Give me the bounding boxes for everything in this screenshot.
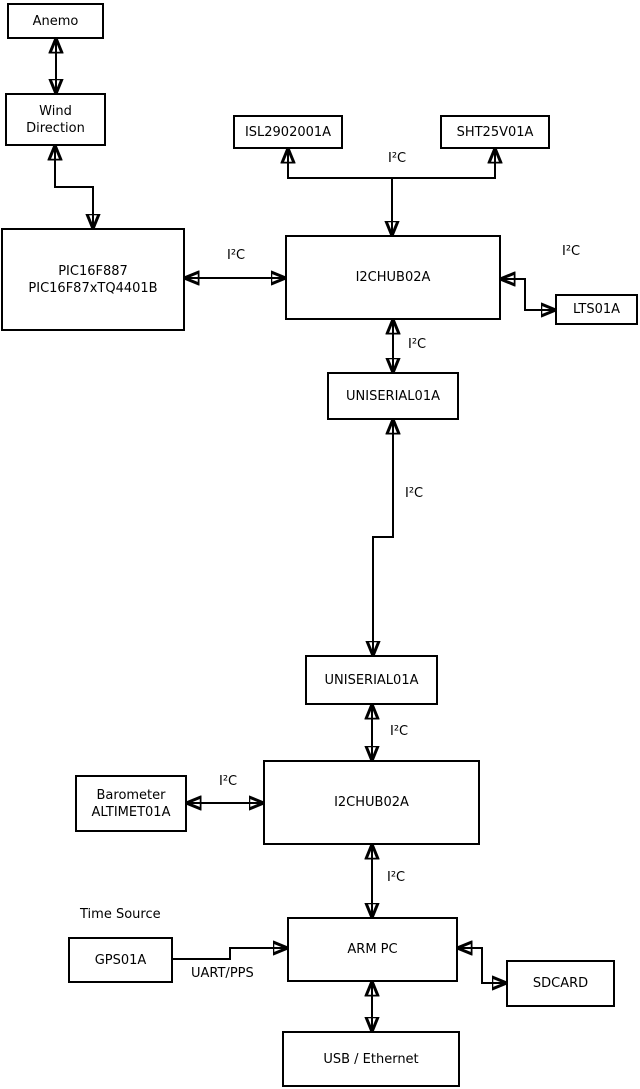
- box-i2chub-upper: I2CHUB02A: [285, 235, 501, 320]
- box-gps01a-label: GPS01A: [94, 952, 147, 968]
- annotation-time-source: Time Source: [80, 907, 161, 922]
- bus-label-i2c-barometer: I²C: [219, 774, 238, 789]
- edge-winddirection-pic: [55, 146, 93, 228]
- box-isl2902001a-label: ISL2902001A: [244, 124, 332, 140]
- box-uniserial-lower: UNISERIAL01A: [305, 655, 438, 705]
- bus-label-i2c-lts: I²C: [562, 244, 581, 259]
- box-pic-line1: PIC16F887: [58, 263, 128, 279]
- box-wind-direction-line1: Wind: [39, 103, 72, 119]
- box-uniserial-upper-label: UNISERIAL01A: [346, 388, 440, 404]
- box-arm-pc: ARM PC: [287, 917, 458, 982]
- edge-armpc-sdcard: [458, 948, 506, 983]
- box-barometer-line1: Barometer: [96, 787, 166, 803]
- box-lts01a: LTS01A: [555, 294, 638, 325]
- box-wind-direction-line2: Direction: [26, 120, 85, 136]
- box-anemometer: Anemo: [7, 3, 104, 39]
- box-pic-microcontroller: PIC16F887 PIC16F87xTQ4401B: [1, 228, 185, 331]
- box-usb-ethernet: USB / Ethernet: [282, 1031, 460, 1087]
- box-i2chub-lower-label: I2CHUB02A: [334, 795, 409, 810]
- bus-label-i2c-pic-hub: I²C: [227, 248, 246, 263]
- bus-label-i2c-hub-uniserial: I²C: [408, 337, 427, 352]
- edge-i2chub-upper-lts: [501, 279, 555, 310]
- box-sdcard: SDCARD: [506, 960, 615, 1007]
- edge-uniserial-upper-uniserial-lower: [373, 420, 393, 655]
- box-sht25v01a-label: SHT25V01A: [456, 124, 534, 140]
- box-i2chub-upper-label: I2CHUB02A: [355, 270, 431, 285]
- bus-label-i2c-uniserial-link: I²C: [405, 486, 424, 501]
- box-lts01a-label: LTS01A: [572, 302, 621, 317]
- box-barometer-line2: ALTIMET01A: [91, 804, 171, 820]
- box-usb-ethernet-label: USB / Ethernet: [323, 1051, 419, 1067]
- box-uniserial-upper: UNISERIAL01A: [327, 372, 459, 420]
- box-sdcard-label: SDCARD: [532, 976, 589, 991]
- box-uniserial-lower-label: UNISERIAL01A: [324, 672, 419, 688]
- bus-label-i2c-sensor-branch: I²C: [388, 151, 407, 166]
- box-pic-line2: PIC16F87xTQ4401B: [28, 280, 158, 296]
- box-arm-pc-label: ARM PC: [347, 942, 398, 957]
- bus-label-i2c-hub-armpc: I²C: [387, 870, 406, 885]
- bus-label-uart-pps: UART/PPS: [191, 966, 254, 981]
- box-isl2902001a: ISL2902001A: [233, 115, 343, 149]
- edge-gps-armpc: [173, 948, 287, 960]
- box-anemometer-label: Anemo: [32, 13, 79, 29]
- box-wind-direction: Wind Direction: [5, 93, 106, 146]
- box-i2chub-lower: I2CHUB02A: [263, 760, 480, 845]
- box-sht25v01a: SHT25V01A: [440, 115, 550, 149]
- box-gps01a: GPS01A: [68, 937, 173, 983]
- box-barometer: Barometer ALTIMET01A: [75, 775, 187, 832]
- bus-label-i2c-uniserial-hub-lower: I²C: [390, 724, 409, 739]
